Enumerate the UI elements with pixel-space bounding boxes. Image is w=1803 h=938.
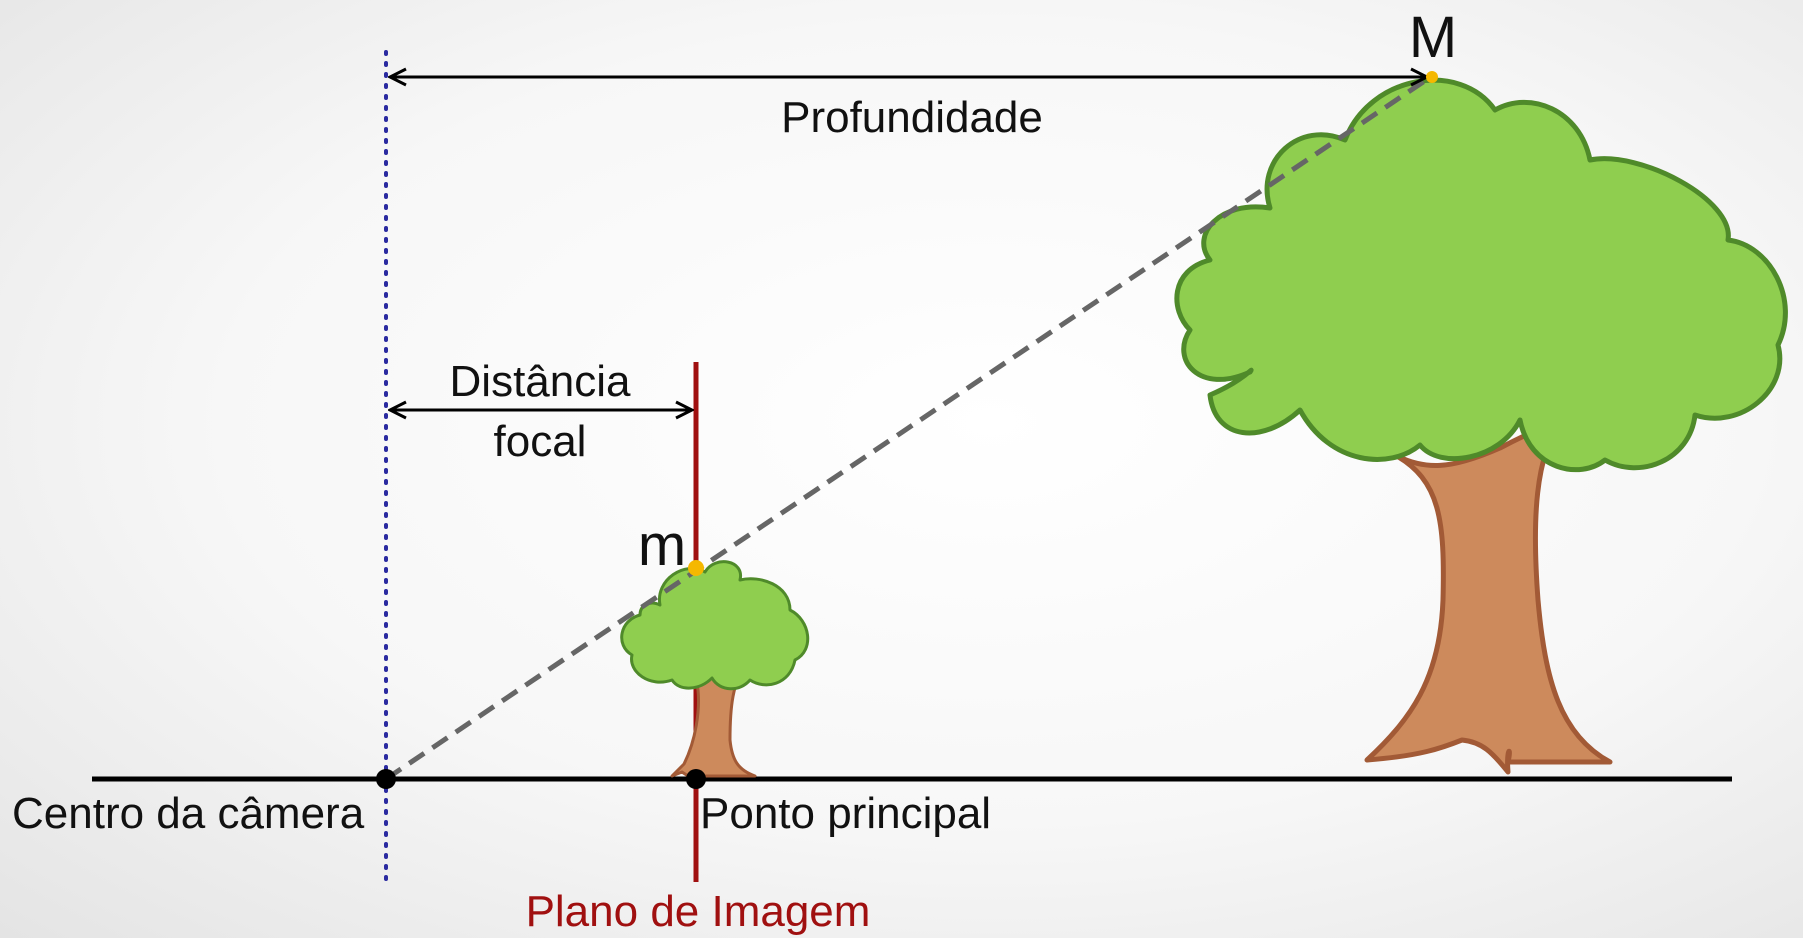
- projection-ray: [384, 73, 1434, 782]
- camera-center-point: [376, 769, 396, 789]
- large-tree-trunk: [1364, 417, 1613, 775]
- large-tree-icon: [1174, 77, 1788, 775]
- small-tree-foliage: [620, 560, 810, 691]
- image-plane-label: Plano de Imagem: [526, 887, 871, 936]
- focal-distance-label-line2: focal: [494, 417, 587, 466]
- focal-distance-label-line1: Distância: [450, 357, 631, 406]
- principal-point: [686, 769, 706, 789]
- large-tree-foliage: [1174, 77, 1788, 473]
- depth-label: Profundidade: [781, 93, 1043, 142]
- world-point-label: M: [1409, 5, 1457, 70]
- image-point-label: m: [638, 513, 686, 578]
- principal-point-label: Ponto principal: [700, 789, 991, 838]
- world-point-M: [1426, 71, 1438, 83]
- small-tree-icon: [620, 560, 810, 778]
- camera-center-label: Centro da câmera: [12, 789, 365, 838]
- image-point-m: [688, 560, 704, 576]
